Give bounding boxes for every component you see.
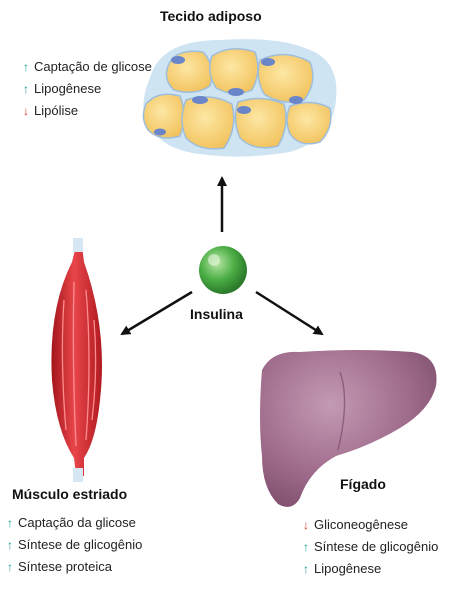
liver-effect-glycogen-synthesis: ↑ Síntese de glicogênio: [300, 536, 438, 558]
down-arrow-icon: ↓: [300, 514, 312, 536]
effect-label: Lipogênese: [314, 558, 381, 580]
down-arrow-icon: ↓: [20, 100, 32, 122]
muscle-effects-list: ↑ Captação da glicose ↑ Síntese de glico…: [4, 512, 142, 578]
muscle-effect-glycogen-synthesis: ↑ Síntese de glicogênio: [4, 534, 142, 556]
insulin-molecule-illustration: [199, 246, 247, 294]
up-arrow-icon: ↑: [4, 512, 16, 534]
effect-label: Captação da glicose: [18, 512, 136, 534]
arrow-to-liver: [256, 292, 322, 334]
liver-effects-list: ↓ Gliconeogênese ↑ Síntese de glicogênio…: [300, 514, 438, 580]
up-arrow-icon: ↑: [300, 558, 312, 580]
adipose-effect-lipolysis: ↓ Lipólise: [20, 100, 152, 122]
effect-label: Síntese de glicogênio: [18, 534, 142, 556]
up-arrow-icon: ↑: [20, 56, 32, 78]
arrow-to-muscle: [122, 292, 192, 334]
adipose-tissue-title: Tecido adiposo: [160, 8, 262, 24]
liver-effect-gluconeogenesis: ↓ Gliconeogênese: [300, 514, 438, 536]
muscle-illustration: [51, 238, 102, 482]
adipose-tissue-illustration: [143, 39, 336, 156]
effect-label: Captação de glicose: [34, 56, 152, 78]
effect-label: Lipólise: [34, 100, 78, 122]
effect-label: Gliconeogênese: [314, 514, 408, 536]
adipose-effect-glucose-uptake: ↑ Captação de glicose: [20, 56, 152, 78]
effect-label: Síntese proteica: [18, 556, 112, 578]
adipose-effect-lipogenesis: ↑ Lipogênese: [20, 78, 152, 100]
up-arrow-icon: ↑: [300, 536, 312, 558]
up-arrow-icon: ↑: [4, 556, 16, 578]
effect-label: Síntese de glicogênio: [314, 536, 438, 558]
muscle-title: Músculo estriado: [12, 486, 127, 502]
liver-title: Fígado: [340, 476, 386, 492]
adipose-effects-list: ↑ Captação de glicose ↑ Lipogênese ↓ Lip…: [20, 56, 152, 122]
muscle-effect-protein-synthesis: ↑ Síntese proteica: [4, 556, 142, 578]
muscle-effect-glucose-uptake: ↑ Captação da glicose: [4, 512, 142, 534]
liver-effect-lipogenesis: ↑ Lipogênese: [300, 558, 438, 580]
effect-label: Lipogênese: [34, 78, 101, 100]
up-arrow-icon: ↑: [20, 78, 32, 100]
insulin-label: Insulina: [190, 306, 243, 322]
up-arrow-icon: ↑: [4, 534, 16, 556]
